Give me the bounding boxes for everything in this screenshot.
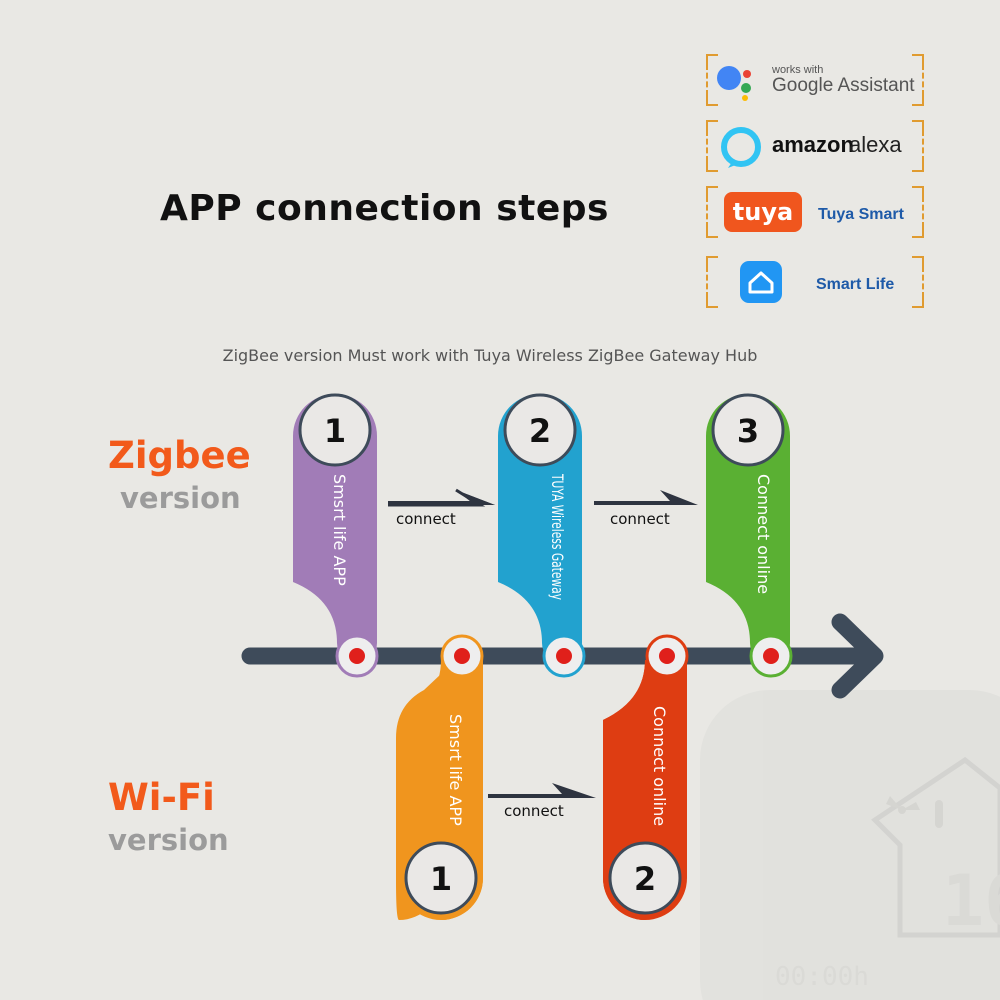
alexa-ring-icon [721, 127, 761, 168]
zigbee-step-number-2: 2 [529, 412, 551, 450]
device-time: 00:00h [775, 962, 869, 992]
page-subtitle: ZigBee version Must work with Tuya Wirel… [222, 346, 758, 365]
zigbee-version-sub: version [120, 481, 241, 515]
zigbee-step-card-3 [706, 393, 790, 663]
tuya-logo: tuya [724, 192, 802, 232]
zigbee-step-number-3: 3 [737, 412, 759, 450]
tuya-smart-label: Tuya Smart [818, 206, 904, 223]
timeline-node [440, 634, 484, 678]
zigbee-step-label-3: Connect online [754, 474, 773, 594]
connect-arrow [594, 490, 698, 505]
smart-life-badge: Smart Life [706, 256, 924, 308]
timeline-node [749, 634, 793, 678]
google-assistant-icon [717, 66, 751, 101]
page-title: APP connection steps [160, 188, 609, 229]
zigbee-step-number-1: 1 [324, 412, 346, 450]
zigbee-step-card-2 [498, 393, 582, 663]
connect-arrow-head [388, 490, 495, 505]
wifi-step-number-1: 1 [430, 860, 452, 898]
wifi-step-card-2 [603, 660, 687, 920]
fan-icon [886, 796, 920, 814]
smart-life-icon [740, 261, 782, 303]
thermometer-icon [935, 800, 943, 828]
timeline-node [645, 634, 689, 678]
zigbee-step-label-2a: TUYA Wireless Gateway [548, 473, 567, 600]
alexa-amazon-word: amazon [772, 132, 854, 157]
wifi-step-label-2: Connect online [650, 706, 669, 826]
zigbee-step-label-1: Smsrt life APP [330, 474, 349, 586]
device-digits: 16 [942, 860, 1000, 942]
google-assistant-badge: works with Google Assistant [706, 54, 924, 106]
thermostat-device: 16 00:00h [700, 690, 1000, 1000]
connect-arrow [488, 783, 596, 798]
zigbee-connect-label-2: connect [610, 510, 670, 528]
wifi-step-card-1 [396, 649, 483, 920]
wifi-version-name: Wi-Fi [108, 776, 215, 819]
wifi-step-number-2: 2 [634, 860, 656, 898]
zigbee-version-name: Zigbee [108, 434, 251, 477]
timeline-node [542, 634, 586, 678]
tuya-smart-badge: tuya Tuya Smart [706, 186, 924, 238]
timeline-arrowhead [831, 613, 884, 699]
zigbee-connect-label-1: connect [396, 510, 456, 528]
wifi-connect-label-1: connect [504, 802, 564, 820]
alexa-product-word: alexa [849, 132, 902, 157]
amazon-alexa-badge: amazon alexa [706, 120, 924, 172]
timeline-node [335, 634, 379, 678]
smart-life-label: Smart Life [816, 276, 895, 293]
google-works-with: works with [772, 64, 824, 76]
google-assistant-label: Google Assistant [772, 75, 915, 96]
wifi-step-label-1: Smsrt life APP [446, 714, 465, 826]
wifi-version-sub: version [108, 823, 229, 857]
zigbee-step-card-1 [293, 393, 377, 663]
